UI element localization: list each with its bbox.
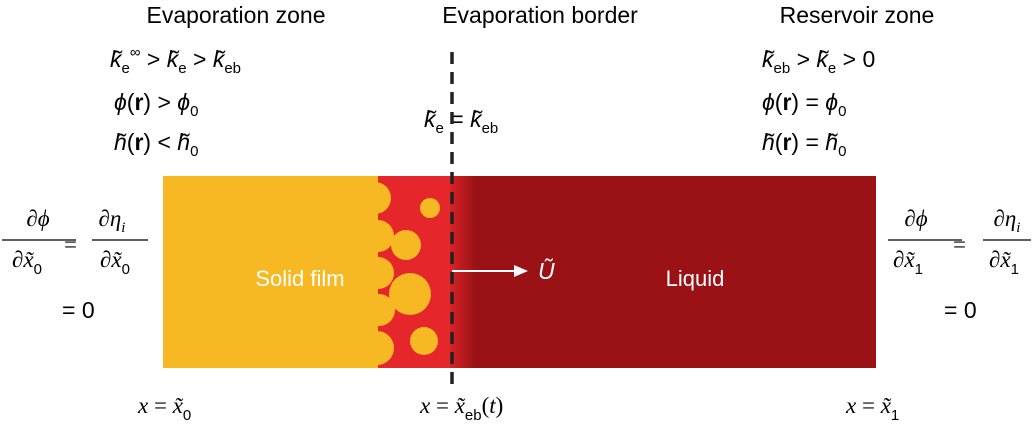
solid-film-label: Solid film <box>255 266 344 291</box>
svg-text:∂x̃0: ∂x̃0 <box>12 247 42 278</box>
evap-condition-height: h̃(r) < h̃0 <box>114 129 198 160</box>
position-border: x = x̃eb(t) <box>419 393 503 424</box>
evaporation-conditions: k̃e∞ > k̃e > k̃eb ϕ(r) > ϕ0 h̃(r) < h̃0 <box>110 44 241 160</box>
svg-text:=: = <box>64 232 77 257</box>
svg-text:∂ϕ: ∂ϕ <box>26 206 49 231</box>
position-right: x = x̃1 <box>845 393 899 424</box>
evap-condition-rate: k̃e∞ > k̃e > k̃eb <box>110 44 241 77</box>
left-boundary-condition: ∂ϕ ∂x̃0 = ∂ηi ∂x̃0 = 0 <box>2 206 148 323</box>
solid-edge-bumps <box>359 182 395 365</box>
evap-condition-phi: ϕ(r) > ϕ0 <box>114 89 198 120</box>
solid-bump <box>363 294 395 326</box>
evaporation-border-title: Evaporation border <box>442 2 638 28</box>
svg-text:=: = <box>953 232 966 257</box>
solid-bump <box>360 331 394 365</box>
svg-text:∂ηi: ∂ηi <box>994 206 1021 236</box>
svg-text:∂ϕ: ∂ϕ <box>904 206 927 231</box>
svg-text:∂x̃1: ∂x̃1 <box>893 247 923 278</box>
svg-text:∂x̃1: ∂x̃1 <box>989 247 1019 278</box>
svg-text:∂ηi: ∂ηi <box>99 206 126 236</box>
film-bar <box>163 176 876 368</box>
svg-text:= 0: = 0 <box>944 297 977 323</box>
right-boundary-condition: ∂ϕ ∂x̃1 = ∂ηi ∂x̃1 = 0 <box>888 206 1031 323</box>
solid-bump <box>362 257 394 289</box>
droplet <box>420 198 440 218</box>
solid-bump <box>359 182 391 214</box>
reservoir-zone-title: Reservoir zone <box>780 2 935 28</box>
res-condition-phi: ϕ(r) = ϕ0 <box>762 89 846 120</box>
evaporation-zone-title: Evaporation zone <box>146 2 325 28</box>
res-condition-rate: k̃eb > k̃e > 0 <box>762 46 875 77</box>
liquid-region <box>460 176 876 368</box>
droplets <box>389 198 440 355</box>
svg-text:= 0: = 0 <box>62 297 95 323</box>
droplet <box>389 273 431 315</box>
liquid-label: Liquid <box>666 266 725 291</box>
res-condition-height: h̃(r) = h̃0 <box>762 129 846 160</box>
velocity-label: Ũ <box>538 257 555 284</box>
position-left: x = x̃0 <box>137 393 191 424</box>
svg-text:∂x̃0: ∂x̃0 <box>100 247 130 278</box>
solid-bump <box>362 220 394 252</box>
velocity-arrow <box>452 265 528 277</box>
solid-region <box>163 176 378 368</box>
border-condition: k̃e = k̃eb <box>424 106 498 137</box>
reservoir-conditions: k̃eb > k̃e > 0 ϕ(r) = ϕ0 h̃(r) = h̃0 <box>762 46 875 160</box>
droplet <box>410 327 438 355</box>
droplet <box>391 230 421 260</box>
